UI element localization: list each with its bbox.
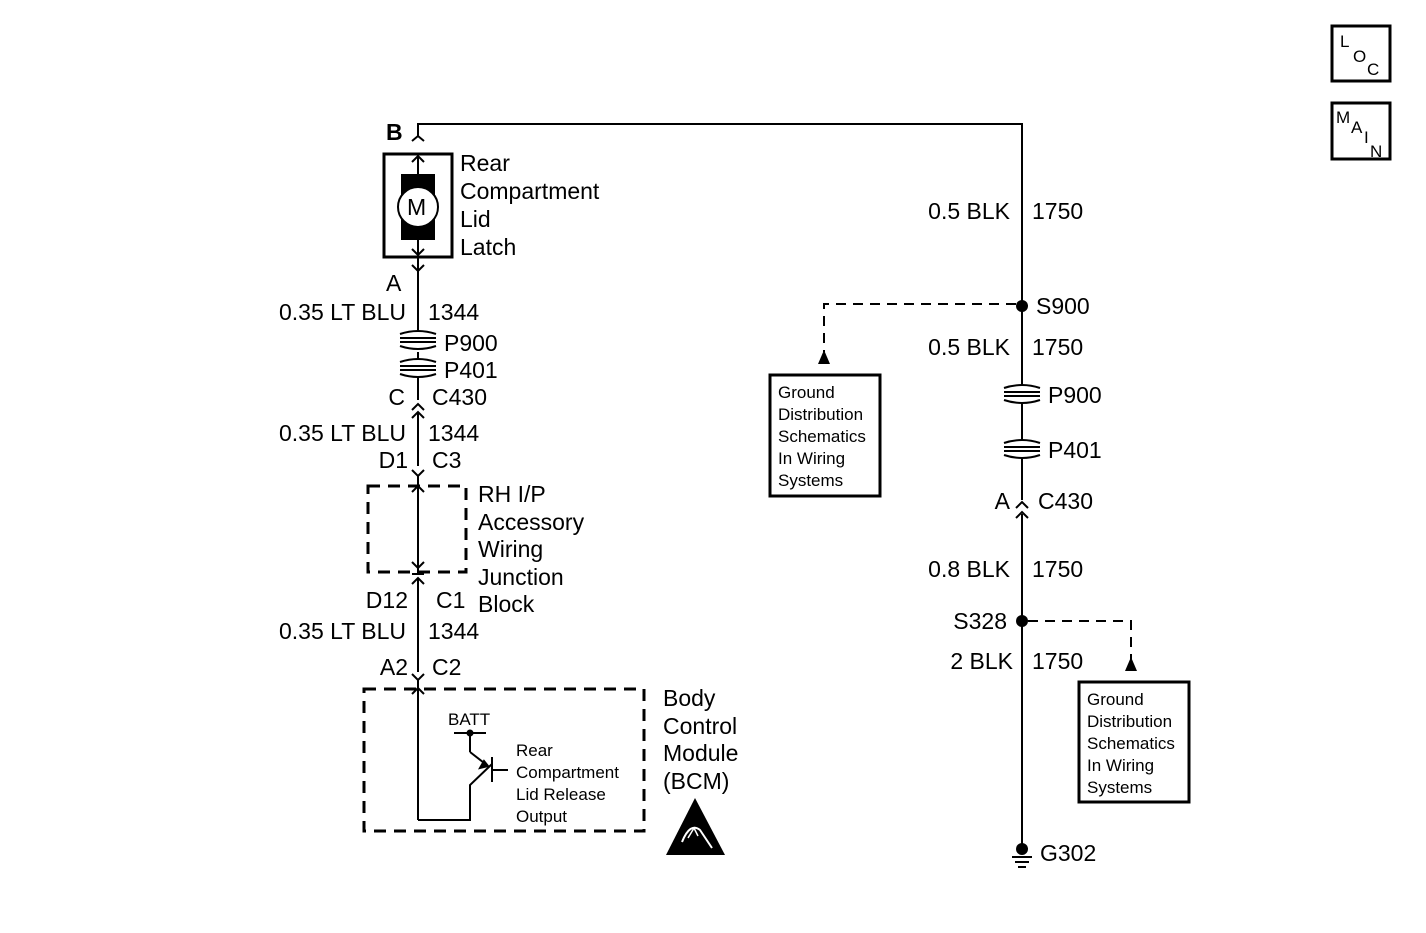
ground-ref-1-line-1: Ground (778, 383, 835, 402)
main-button[interactable]: M A I N (1330, 101, 1392, 161)
right-wire1-gauge: 0.5 BLK (928, 198, 1010, 224)
ground-ref-1-box[interactable]: Ground Distribution Schematics In Wiring… (768, 373, 882, 498)
ground-ref-1-line-5: Systems (778, 471, 843, 490)
left-p900-connector (399, 330, 437, 350)
bcm-pin-c2: C2 (432, 654, 461, 680)
junction-name-4: Junction (478, 564, 564, 590)
ground-ref-1-line-2: Distribution (778, 405, 863, 424)
bcm-pin-a2: A2 (380, 654, 408, 680)
left-wire1-circuit: 1344 (428, 299, 479, 325)
junction-pin-d1: D1 (379, 447, 408, 473)
ground-ref-1-line-4: In Wiring (778, 449, 845, 468)
right-wire4-circuit: 1750 (1032, 648, 1083, 674)
left-p401-connector (399, 358, 437, 378)
left-p401-label: P401 (444, 357, 498, 383)
ground-ref-2-line-3: Schematics (1087, 734, 1175, 753)
right-p900-connector (1002, 384, 1042, 404)
right-p401-label: P401 (1048, 437, 1102, 463)
ground-ref-1-arrow-icon (818, 350, 830, 364)
left-wire2-gauge: 0.35 LT BLU (279, 420, 406, 446)
bcm-output-4: Output (516, 807, 567, 826)
left-wire (411, 257, 425, 820)
right-wire1-circuit: 1750 (1032, 198, 1083, 224)
junction-name-3: Wiring (478, 536, 543, 562)
left-wire3-circuit: 1344 (428, 618, 479, 644)
right-wire3-gauge: 0.8 BLK (928, 556, 1010, 582)
left-c430-label: C430 (432, 384, 487, 410)
right-wire2-gauge: 0.5 BLK (928, 334, 1010, 360)
bcm-name-1: Body (663, 685, 716, 711)
junction-name-2: Accessory (478, 509, 585, 535)
bcm-name-4: (BCM) (663, 768, 729, 794)
bcm-box (362, 687, 646, 833)
s900-splice (1016, 300, 1028, 312)
s328-splice (1016, 615, 1028, 627)
loc-button[interactable]: L O C (1330, 24, 1392, 83)
ground-ref-2-line-1: Ground (1087, 690, 1144, 709)
bcm-name-2: Control (663, 713, 737, 739)
junction-block-box (366, 484, 468, 574)
latch-name-1: Rear (460, 150, 510, 176)
right-wire2-circuit: 1750 (1032, 334, 1083, 360)
junction-name-5: Block (478, 591, 535, 617)
junction-pin-c3: C3 (432, 447, 461, 473)
ground-ref-2-line-2: Distribution (1087, 712, 1172, 731)
latch-pin-b: B (386, 119, 403, 145)
loc-letter-l: L (1340, 32, 1349, 51)
junction-pin-c1: C1 (436, 587, 465, 613)
ground-label: G302 (1040, 840, 1096, 866)
latch-component: M (382, 152, 454, 259)
main-letter-m: M (1336, 108, 1350, 127)
ground-ref-2-line-4: In Wiring (1087, 756, 1154, 775)
esd-warning-icon (666, 798, 725, 855)
left-p900-label: P900 (444, 330, 498, 356)
latch-name-2: Compartment (460, 178, 600, 204)
loc-letter-c: C (1367, 60, 1379, 79)
latch-pin-a: A (386, 270, 402, 296)
top-wire (411, 123, 1023, 850)
latch-name-3: Lid (460, 206, 491, 232)
bcm-name-3: Module (663, 740, 738, 766)
latch-name-4: Latch (460, 234, 516, 260)
right-c430-label: C430 (1038, 488, 1093, 514)
left-wire2-circuit: 1344 (428, 420, 479, 446)
bcm-output-1: Rear (516, 741, 553, 760)
bcm-transistor-circuit (418, 732, 508, 821)
ground-ref-2-line-5: Systems (1087, 778, 1152, 797)
main-letter-a: A (1351, 118, 1363, 137)
motor-label: M (407, 194, 426, 220)
s900-ground-ref-line (823, 303, 1016, 352)
left-wire3-gauge: 0.35 LT BLU (279, 618, 406, 644)
main-letter-i: I (1364, 128, 1369, 147)
ground-ref-2-arrow-icon (1125, 657, 1137, 671)
s328-ground-ref-line (1028, 620, 1132, 660)
left-c430-pin: C (388, 384, 405, 410)
ground-symbol-icon (1012, 843, 1032, 868)
bcm-output-2: Compartment (516, 763, 619, 782)
batt-node (466, 729, 474, 737)
right-wire3-circuit: 1750 (1032, 556, 1083, 582)
s328-label: S328 (953, 608, 1007, 634)
loc-letter-o: O (1353, 47, 1366, 66)
right-wire4-gauge: 2 BLK (950, 648, 1013, 674)
right-c430-connector (1014, 500, 1030, 519)
bcm-output-3: Lid Release (516, 785, 606, 804)
right-p401-connector (1002, 439, 1042, 459)
bcm-batt-label: BATT (448, 710, 490, 729)
right-p900-label: P900 (1048, 382, 1102, 408)
left-wire1-gauge: 0.35 LT BLU (279, 299, 406, 325)
ground-ref-1-line-3: Schematics (778, 427, 866, 446)
junction-name-1: RH I/P (478, 481, 546, 507)
right-c430-pin: A (995, 488, 1011, 514)
ground-ref-2-box[interactable]: Ground Distribution Schematics In Wiring… (1077, 680, 1191, 804)
junction-pin-d12: D12 (366, 587, 408, 613)
main-letter-n: N (1370, 142, 1382, 161)
s900-label: S900 (1036, 293, 1090, 319)
